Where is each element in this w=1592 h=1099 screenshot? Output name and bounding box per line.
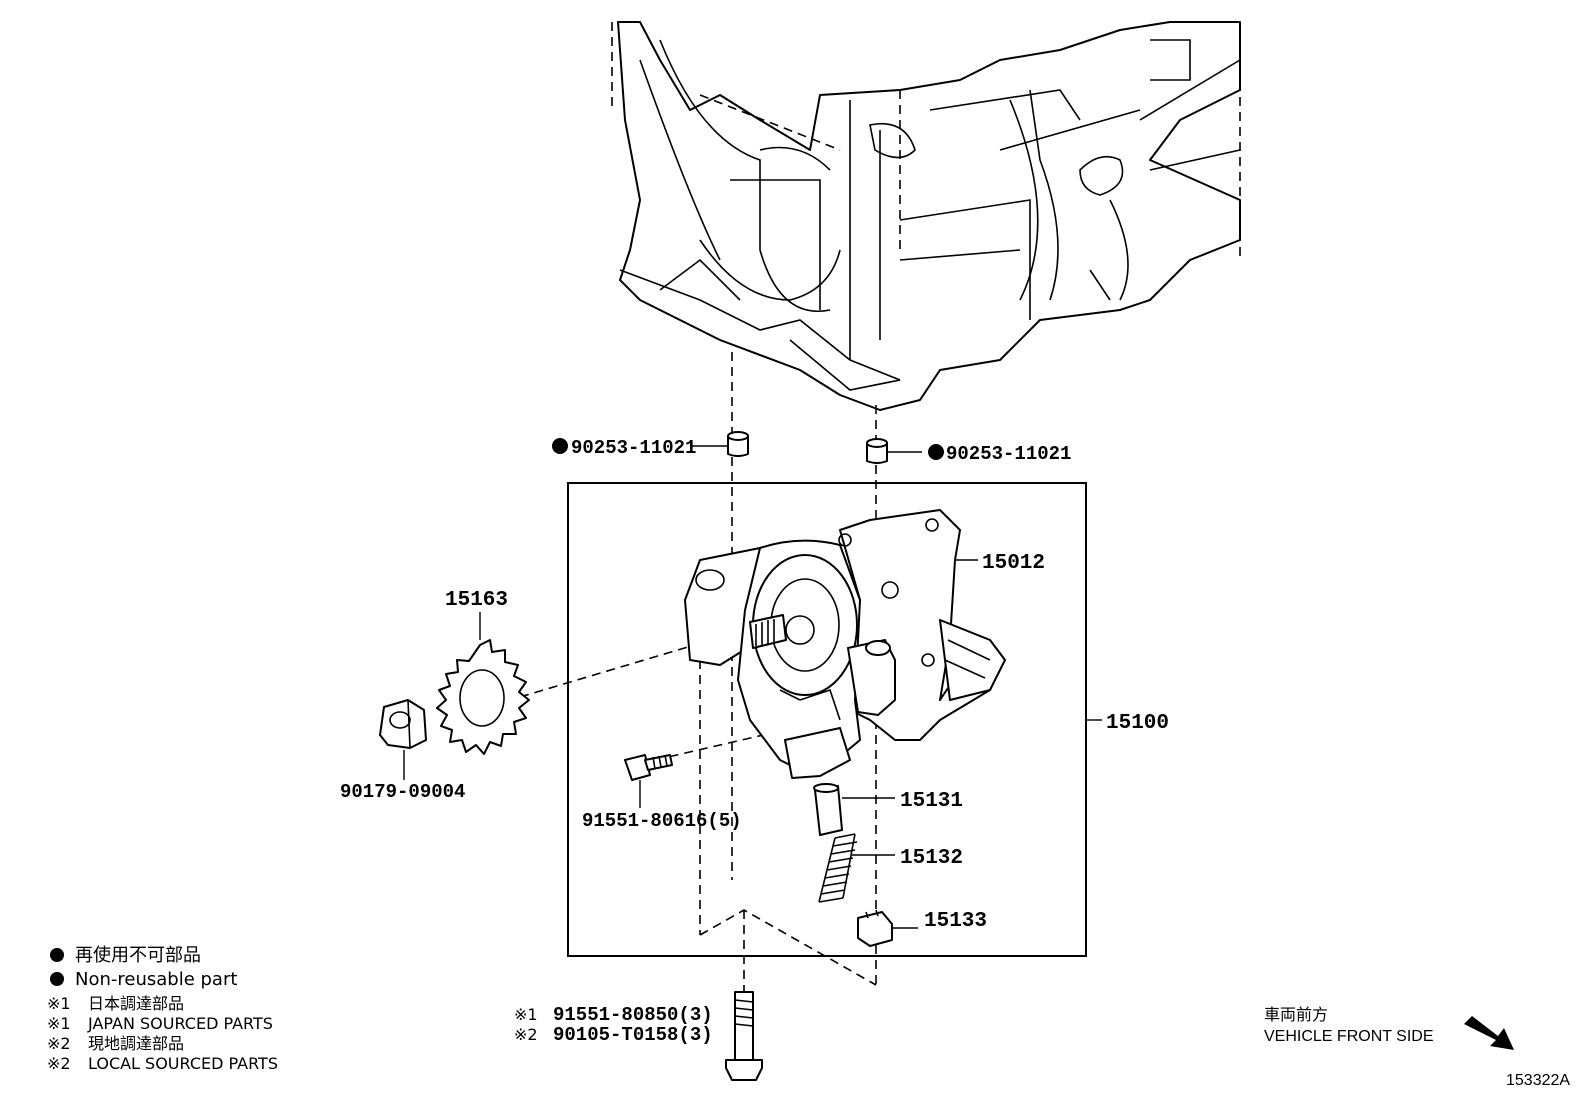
- direction-jp: 車両前方: [1264, 1005, 1328, 1024]
- flange-nut-illustration: [379, 699, 427, 749]
- label-spring: 15132: [900, 847, 963, 870]
- spring-illustration: [818, 833, 858, 903]
- legend-mark-2b: ※2: [47, 1054, 71, 1073]
- plug-illustration: [857, 909, 893, 947]
- label-pump-body: 15012: [982, 552, 1045, 575]
- engine-block-illustration: [611, 21, 1241, 411]
- dowel-pin-left: [727, 431, 749, 457]
- legend-mark-1a: ※1: [47, 994, 71, 1013]
- relief-valve-illustration: [813, 783, 843, 836]
- legend-mark-1b: ※1: [47, 1014, 71, 1033]
- label-dowel-right: 90253-11021: [946, 443, 1071, 465]
- part-labels: 90253-11021 90253-11021 15012 15163 1510…: [340, 437, 1169, 1046]
- label-bottom-bolt-1: 91551-80850(3): [553, 1004, 713, 1026]
- vehicle-front-indicator: 車両前方 VEHICLE FRONT SIDE: [1264, 1005, 1514, 1050]
- arrow-down-right-icon: [1464, 1016, 1514, 1050]
- sprocket-illustration: [436, 639, 530, 755]
- label-sprocket: 15163: [445, 589, 508, 612]
- legend-japan-jp: 日本調達部品: [88, 994, 184, 1013]
- diagram-id: 153322A: [1506, 1072, 1570, 1089]
- front-bolt-illustration: [624, 754, 673, 781]
- label-relief-valve: 15131: [900, 790, 963, 813]
- label-nut: 90179-09004: [340, 781, 465, 803]
- legend-nonreusable-jp: 再使用不可部品: [75, 945, 201, 966]
- label-plug: 15133: [924, 910, 987, 933]
- dowel-pin-right: [866, 438, 888, 464]
- legend-nonreusable-en: Non-reusable part: [75, 969, 237, 990]
- legend: 再使用不可部品 Non-reusable part ※1 日本調達部品 ※1 J…: [47, 945, 278, 1073]
- direction-en: VEHICLE FRONT SIDE: [1264, 1028, 1434, 1045]
- legend-mark-2a: ※2: [47, 1034, 71, 1053]
- label-dowel-left: 90253-11021: [571, 437, 696, 459]
- legend-local-en: LOCAL SOURCED PARTS: [88, 1054, 278, 1073]
- label-bottom-bolt-mark-2: ※2: [514, 1025, 538, 1044]
- label-pump-assy: 15100: [1106, 712, 1169, 735]
- nonreusable-dot-icon: [552, 438, 568, 454]
- nonreusable-dot-icon: [50, 972, 64, 986]
- label-bottom-bolt-mark-1: ※1: [514, 1005, 538, 1024]
- bottom-bolt-illustration: [725, 991, 763, 1081]
- label-front-bolt: 91551-80616(5): [582, 810, 742, 832]
- nonreusable-dot-icon: [50, 948, 64, 962]
- oil-pump-illustration: [684, 509, 1006, 779]
- leader-lines: [403, 445, 1102, 929]
- legend-japan-en: JAPAN SOURCED PARTS: [87, 1014, 273, 1033]
- nonreusable-dot-icon: [928, 444, 944, 460]
- label-bottom-bolt-2: 90105-T0158(3): [553, 1024, 713, 1046]
- legend-local-jp: 現地調達部品: [88, 1034, 184, 1053]
